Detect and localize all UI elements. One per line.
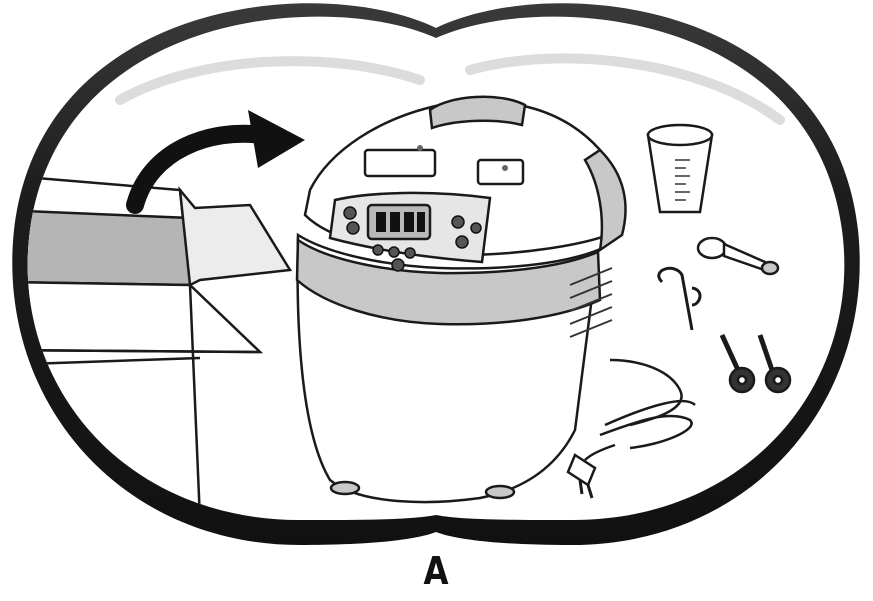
power-cord	[566, 358, 696, 499]
kneading-paddles	[719, 333, 792, 394]
measuring-cup	[646, 123, 714, 214]
kneading-hook	[657, 266, 702, 331]
measuring-spoon	[696, 236, 780, 276]
unpack-arrow	[126, 110, 305, 214]
figure-caption: A	[423, 549, 449, 593]
bread-maker	[295, 95, 627, 504]
